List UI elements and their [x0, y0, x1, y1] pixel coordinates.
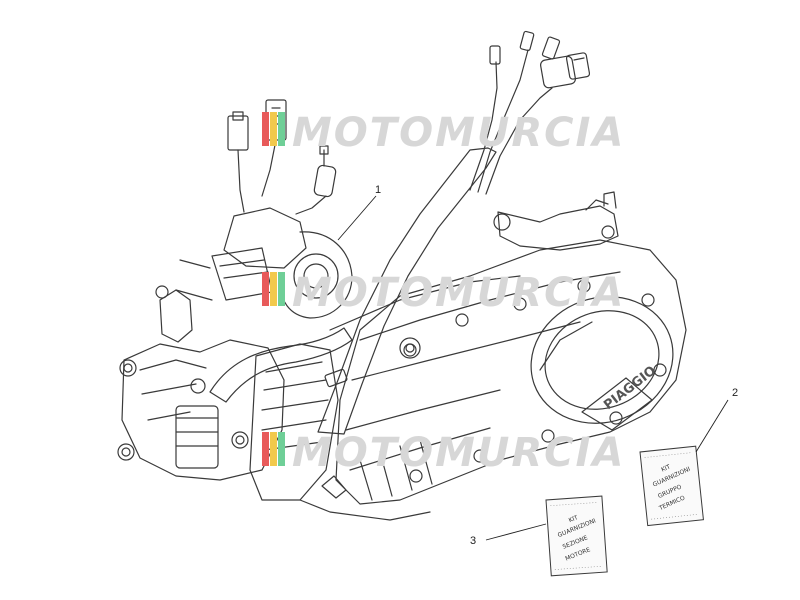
watermark-text: MOTOMURCIA: [292, 270, 625, 316]
watermark-top: MOTOMURCIA: [262, 110, 625, 156]
watermark-stripe-yellow: [270, 272, 277, 306]
callout-2[interactable]: 2: [695, 387, 738, 453]
callout-number: 3: [470, 535, 476, 547]
cover-brand-label: PIAGGIO: [601, 363, 659, 413]
transmission-case: [335, 239, 687, 505]
leader-line: [485, 523, 547, 541]
watermark-stripe-green: [278, 432, 285, 466]
engine-assembly[interactable]: [117, 30, 691, 521]
watermark-stripe-yellow: [270, 112, 277, 146]
callout-3[interactable]: 3: [470, 523, 547, 547]
callout-number: 2: [732, 387, 738, 399]
kit-3-line-1: KIT: [568, 514, 580, 524]
callout-1[interactable]: 1: [337, 184, 381, 241]
coolant-hose: [317, 147, 497, 435]
watermark-stripe-red: [262, 112, 269, 146]
watermark-stripe-green: [278, 272, 285, 306]
gasket-kit-3[interactable]: KIT GUARNIZIONI SEZIONE MOTORE: [545, 495, 608, 577]
watermark-text: MOTOMURCIA: [292, 430, 625, 476]
kit-2-line-1: KIT: [660, 463, 672, 473]
watermark-bottom: MOTOMURCIA: [262, 430, 625, 476]
mount-bracket: [321, 337, 421, 499]
intake-hose: [209, 327, 353, 403]
watermark-text: MOTOMURCIA: [292, 110, 625, 156]
drive-shaft: [493, 191, 619, 251]
watermark-stripe-yellow: [270, 432, 277, 466]
wiring-harness: [469, 30, 591, 195]
leader-line: [695, 399, 729, 453]
crankcase: [249, 275, 521, 521]
watermark-stripe-green: [278, 112, 285, 146]
cylinder-head: [117, 285, 285, 481]
clutch-cover: [530, 296, 674, 431]
watermark-middle: MOTOMURCIA: [262, 270, 625, 316]
watermark-stripe-red: [262, 432, 269, 466]
callout-number: 1: [375, 184, 381, 196]
gasket-kit-2[interactable]: KIT GUARNIZIONI GRUPPO TERMICO: [639, 445, 704, 527]
leader-line: [337, 195, 377, 241]
watermark-stripe-red: [262, 272, 269, 306]
